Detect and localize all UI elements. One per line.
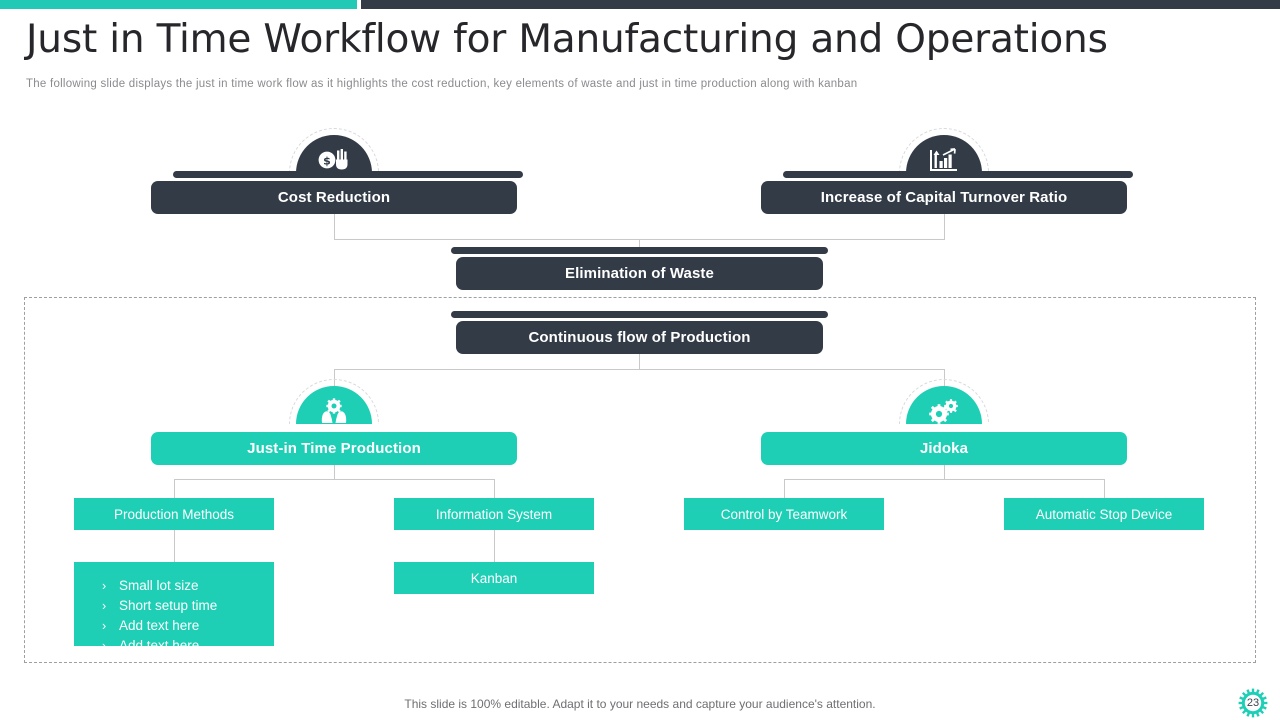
page-title: Just in Time Workflow for Manufacturing …: [26, 17, 1108, 62]
svg-text:$: $: [323, 155, 331, 168]
top-accent-bar: [0, 0, 1280, 9]
node-jidoka-label: Jidoka: [919, 440, 969, 457]
node-kanban[interactable]: Kanban: [394, 562, 594, 594]
node-automatic-stop-device-label: Automatic Stop Device: [1035, 506, 1173, 522]
page-number-badge: 23: [1238, 688, 1268, 718]
gears-icon-badge: [899, 379, 989, 424]
connector-bus-to-production-methods: [174, 479, 175, 498]
chevron-right-icon: ›: [102, 579, 107, 593]
growth-chart-icon: [906, 147, 982, 173]
list-item: › Add text here: [102, 636, 274, 656]
chevron-right-icon: ›: [102, 599, 107, 613]
connector-bus-to-information-system: [494, 479, 495, 498]
bullet-list: › Small lot size › Short setup time › Ad…: [102, 576, 274, 656]
node-just-in-time-production[interactable]: Just-in Time Production: [151, 432, 517, 465]
continuous-flow-cap-bar: [451, 311, 828, 318]
chevron-right-icon: ›: [102, 639, 107, 653]
money-hand-icon-badge: $: [289, 128, 379, 173]
node-production-methods-bullets[interactable]: › Small lot size › Short setup time › Ad…: [74, 562, 274, 653]
chevron-right-icon: ›: [102, 619, 107, 633]
node-production-methods[interactable]: Production Methods: [74, 498, 274, 530]
node-control-by-teamwork-label: Control by Teamwork: [720, 506, 848, 522]
connector-production-methods-to-bullets: [174, 530, 175, 562]
gears-icon: [906, 398, 982, 424]
elimination-of-waste-cap-bar: [451, 247, 828, 254]
top-accent-dark-segment: [361, 0, 1280, 9]
node-capital-turnover-ratio-label: Increase of Capital Turnover Ratio: [820, 189, 1068, 206]
page-number-label: 23: [1246, 697, 1260, 709]
node-information-system-label: Information System: [435, 506, 553, 522]
node-elimination-of-waste-label: Elimination of Waste: [565, 265, 714, 282]
money-hand-icon: $: [296, 147, 372, 173]
node-capital-turnover-ratio[interactable]: Increase of Capital Turnover Ratio: [761, 181, 1127, 214]
cost-reduction-cap-bar: [173, 171, 523, 178]
connector-information-system-to-kanban: [494, 530, 495, 562]
connector-jidoka-down: [944, 464, 945, 479]
top-accent-teal-segment: [0, 0, 357, 9]
connector-bus-to-control-teamwork: [784, 479, 785, 498]
connector-jit-bus: [174, 479, 495, 480]
node-elimination-of-waste[interactable]: Elimination of Waste: [456, 257, 823, 290]
node-cost-reduction[interactable]: Cost Reduction: [151, 181, 517, 214]
list-item: › Short setup time: [102, 596, 274, 616]
connector-bus-to-automatic-stop: [1104, 479, 1105, 498]
node-continuous-flow-of-production[interactable]: Continuous flow of Production: [456, 321, 823, 354]
connector-bus-to-jit: [334, 369, 335, 386]
gear-icon: [1238, 688, 1268, 718]
gear-hands-icon: [296, 398, 372, 424]
list-item-label: Add text here: [119, 618, 200, 633]
editable-note: This slide is 100% editable. Adapt it to…: [404, 697, 876, 711]
connector-level4-bus: [334, 369, 945, 370]
connector-bus-to-jidoka: [944, 369, 945, 386]
list-item-label: Small lot size: [119, 578, 199, 593]
page-subtitle: The following slide displays the just in…: [26, 78, 858, 90]
node-cost-reduction-label: Cost Reduction: [277, 189, 391, 206]
node-production-methods-label: Production Methods: [113, 506, 235, 522]
jit-group-region: [24, 297, 1256, 663]
list-item: › Small lot size: [102, 576, 274, 596]
connector-cost-reduction-down: [334, 212, 335, 239]
connector-jidoka-bus: [784, 479, 1105, 480]
node-information-system[interactable]: Information System: [394, 498, 594, 530]
node-control-by-teamwork[interactable]: Control by Teamwork: [684, 498, 884, 530]
node-continuous-flow-of-production-label: Continuous flow of Production: [528, 329, 751, 346]
growth-chart-icon-badge: [899, 128, 989, 173]
node-automatic-stop-device[interactable]: Automatic Stop Device: [1004, 498, 1204, 530]
list-item-label: Short setup time: [119, 598, 218, 613]
capital-turnover-cap-bar: [783, 171, 1133, 178]
connector-continuous-flow-down: [639, 354, 640, 369]
connector-jit-down: [334, 464, 335, 479]
node-kanban-label: Kanban: [470, 570, 518, 586]
connector-capital-turnover-down: [944, 212, 945, 239]
node-just-in-time-production-label: Just-in Time Production: [247, 440, 421, 457]
connector-bus-to-elimination: [639, 239, 640, 251]
gear-hands-icon-badge: [289, 379, 379, 424]
list-item-label: Add text here: [119, 638, 200, 653]
node-jidoka[interactable]: Jidoka: [761, 432, 1127, 465]
list-item: › Add text here: [102, 616, 274, 636]
